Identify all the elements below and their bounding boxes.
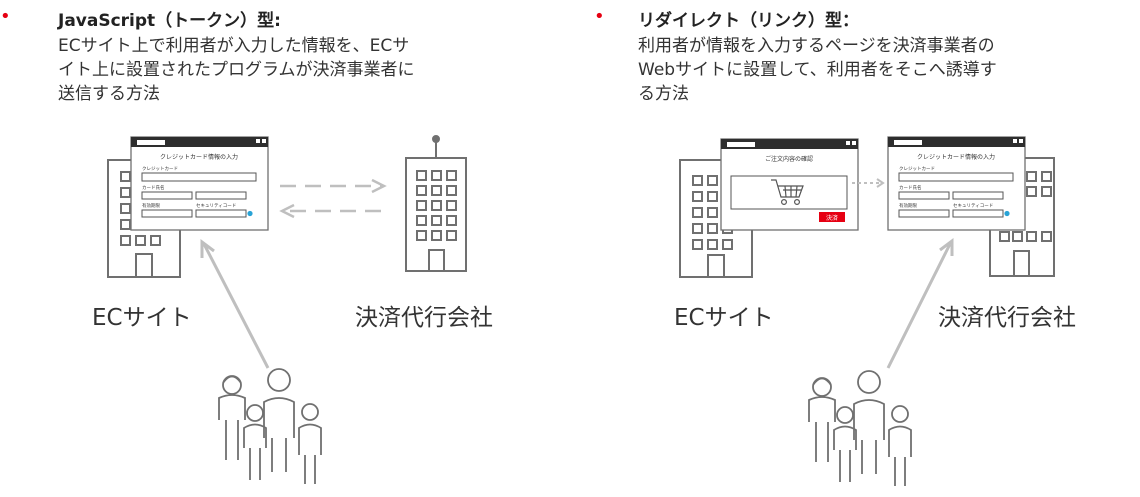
card-form-window: クレジットカード情報の入力 クレジットカード カード氏名 有効期限 セキュリティ… [887,136,1026,231]
security-code-field [952,209,1004,218]
expiry-label: 有効期限 [142,202,160,209]
description-line: Webサイトに設置して、利用者をそこへ誘導す [638,60,997,80]
javascript-token-description: ECサイト上で利用者が入力した情報を、ECサ イト上に設置されたプログラムが決済… [58,34,538,106]
description-line: る方法 [638,84,689,104]
description-line: ECサイト上で利用者が入力した情報を、ECサ [58,36,410,56]
card-number-label: クレジットカード [142,166,178,172]
form-title: クレジットカード情報の入力 [160,153,238,161]
payment-company-label: 決済代行会社 [938,305,1076,331]
security-code-field [195,209,247,218]
description-line: 送信する方法 [58,84,160,104]
order-title: ご注文内容の確認 [765,155,813,163]
card-name-label: カード氏名 [899,184,922,191]
family-users-icon [808,370,912,486]
javascript-token-heading: JavaScript（トークン）型: [58,11,281,31]
shopping-cart-icon [771,179,804,206]
data-flow-arrow-icon [279,178,390,219]
javascript-token-diagram: クレジットカード情報の入力 クレジットカード カード氏名 有効期限 セキュリティ… [107,135,467,484]
bullet-icon: • [594,6,605,27]
card-number-field [898,172,1014,182]
pay-button-label: 決済 [826,214,838,222]
security-code-label: セキュリティコード [196,203,236,209]
card-name-label: カード氏名 [142,184,165,191]
order-confirmation-window: ご注文内容の確認 決済 [720,138,859,231]
info-icon [247,210,253,217]
card-number-label: クレジットカード [899,166,935,172]
card-name-field [195,191,247,200]
javascript-token-panel: • JavaScript（トークン）型: ECサイト上で利用者が入力した情報を、… [0,6,538,484]
security-code-label: セキュリティコード [953,203,993,209]
pay-button[interactable] [819,212,845,222]
ec-site-label: ECサイト [674,305,774,331]
card-form-window: クレジットカード情報の入力 クレジットカード カード氏名 有効期限 セキュリティ… [130,136,269,231]
redirect-link-diagram: ご注文内容の確認 決済 [679,136,1055,486]
redirect-link-heading: リダイレクト（リンク）型： [638,11,859,31]
payment-company-building-icon [405,135,467,272]
expiry-field [898,209,950,218]
user-access-arrow-icon [886,238,954,369]
card-name-field [952,191,1004,200]
card-name-field [141,191,193,200]
payment-company-label: 決済代行会社 [355,305,493,331]
ec-site-label: ECサイト [92,305,192,331]
form-title: クレジットカード情報の入力 [917,153,995,161]
card-number-field [141,172,257,182]
card-name-field [898,191,950,200]
redirect-link-description: 利用者が情報を入力するページを決済事業者の Webサイトに設置して、利用者をそこ… [638,34,1118,106]
redirect-link-panel: • リダイレクト（リンク）型： 利用者が情報を入力するページを決済事業者の We… [570,0,1140,497]
info-icon [1004,210,1010,217]
user-access-arrow-icon [200,239,270,369]
expiry-label: 有効期限 [899,202,917,209]
expiry-field [141,209,193,218]
description-line: イト上に設置されたプログラムが決済事業者に [58,60,415,80]
description-line: 利用者が情報を入力するページを決済事業者の [638,36,995,56]
family-users-icon [218,368,322,484]
redirect-arrow-icon [852,178,885,188]
bullet-icon: • [0,6,11,27]
